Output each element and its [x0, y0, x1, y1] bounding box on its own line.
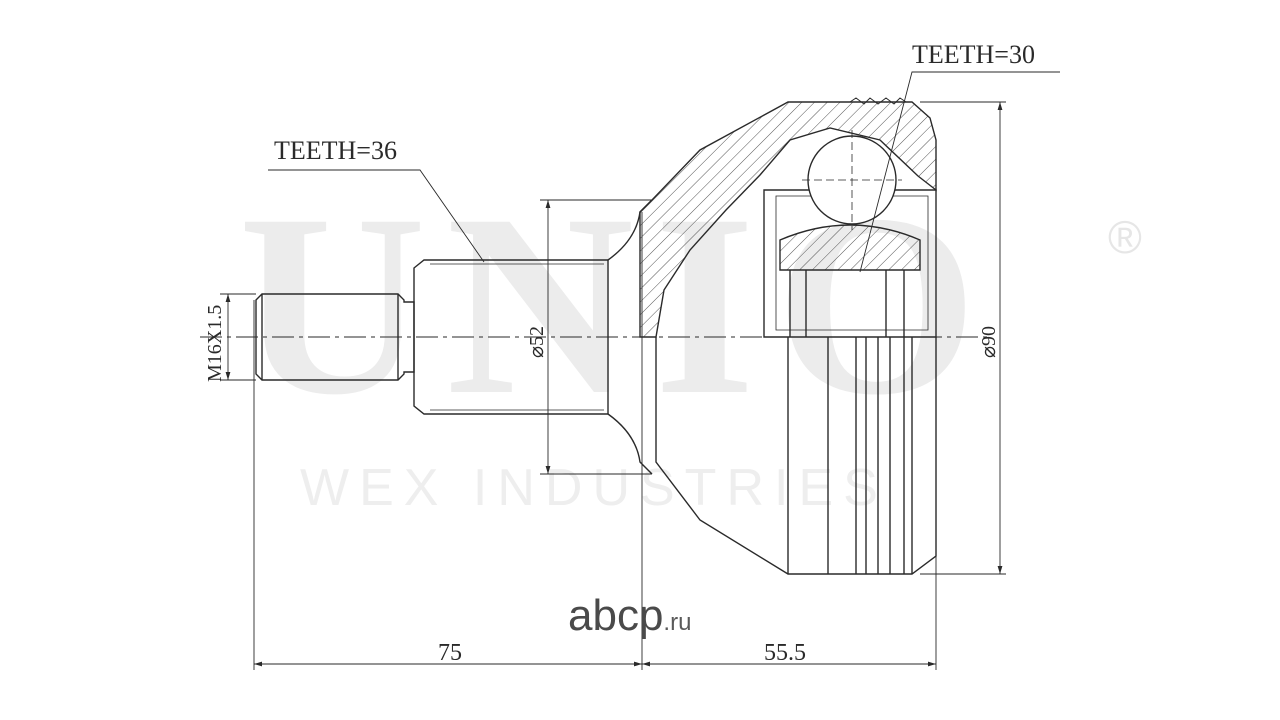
label-thread: M16X1.5 — [204, 304, 226, 382]
leader-teeth-36 — [268, 169, 485, 263]
label-teeth-36: TEETH=36 — [274, 136, 397, 165]
housing-section-upper — [639, 101, 937, 338]
site-logo-tld: .ru — [663, 609, 692, 636]
site-logo-name: abcp — [568, 591, 664, 640]
label-teeth-30: TEETH=30 — [912, 40, 1035, 69]
label-diameter-90: ⌀90 — [978, 325, 1000, 358]
watermark-registered-mark: ® — [1108, 211, 1142, 263]
label-length-75: 75 — [438, 640, 462, 666]
label-length-55-5: 55.5 — [764, 640, 806, 666]
leader-teeth-30 — [859, 71, 1060, 273]
cage-section — [779, 224, 921, 271]
housing-outline-lower — [655, 337, 937, 575]
label-diameter-52: ⌀52 — [526, 325, 548, 358]
site-logo[interactable]: abcp.ru — [568, 591, 691, 641]
watermark-subtitle: WEX INDUSTRIES — [300, 459, 888, 517]
